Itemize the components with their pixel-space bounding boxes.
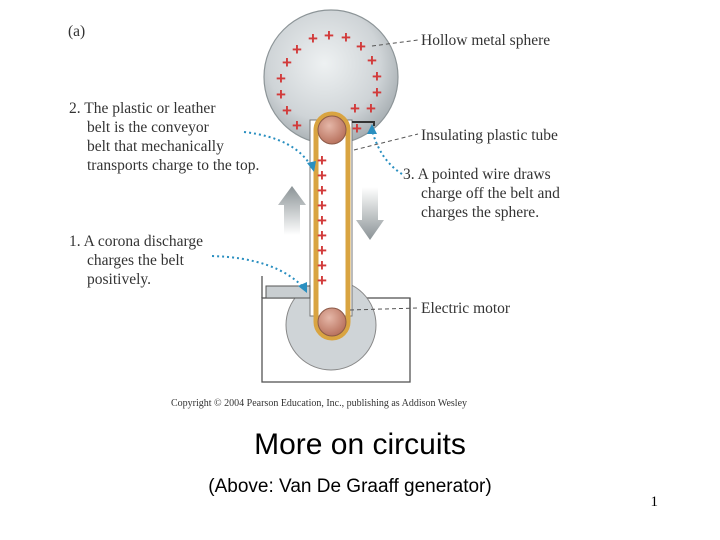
label-step2-line: belt that mechanically <box>87 138 224 155</box>
label-hollow-metal-sphere: Hollow metal sphere <box>421 32 550 49</box>
sphere-plus: + <box>292 116 302 135</box>
leader-line-motor <box>349 307 419 311</box>
label-insulating-plastic-tube: Insulating plastic tube <box>421 127 558 144</box>
sphere-plus: + <box>341 28 351 47</box>
copyright-notice: Copyright © 2004 Pearson Education, Inc.… <box>171 398 467 409</box>
label-electric-motor: Electric motor <box>421 300 511 317</box>
sphere-plus: + <box>276 69 286 88</box>
belt-plus: + <box>317 256 327 275</box>
sphere-plus: + <box>276 85 286 104</box>
panel-label: (a) <box>68 23 85 40</box>
belt-plus: + <box>317 151 327 170</box>
label-step2: 2. The plastic or leather belt is the co… <box>69 100 259 174</box>
belt-plus: + <box>317 181 327 200</box>
belt-plus: + <box>317 241 327 260</box>
label-step1-line: charges the belt <box>87 252 185 269</box>
leader-line-tube <box>353 133 419 151</box>
sphere-plus: + <box>372 83 382 102</box>
sphere-plus: + <box>366 99 376 118</box>
sphere-charges: + + + + + + + + + + + + + + + + <box>276 26 382 138</box>
pointer-step3 <box>371 129 403 175</box>
pointed-wire <box>352 121 375 126</box>
conveyor-belt <box>313 111 351 341</box>
sphere-plus: + <box>282 101 292 120</box>
sphere-plus: + <box>324 26 334 45</box>
top-pulley <box>317 115 347 145</box>
sphere-plus: + <box>292 40 302 59</box>
belt-plus: + <box>317 226 327 245</box>
label-step1: 1. A corona discharge charges the belt p… <box>69 233 207 288</box>
belt-down-arrow <box>356 187 384 240</box>
van-de-graaff-diagram: (a) + + + + + + + + + + + + + + + + + + … <box>68 9 564 409</box>
belt-charges: + + + + + + + + + <box>317 151 327 290</box>
label-step1-line: 1. A corona discharge <box>69 233 203 250</box>
sphere-plus: + <box>372 67 382 86</box>
sphere-plus: + <box>308 29 318 48</box>
sphere-plus: + <box>352 119 362 138</box>
sphere-plus: + <box>350 99 360 118</box>
label-step3-line: charge off the belt and <box>421 185 560 202</box>
pointer-step2 <box>243 131 313 169</box>
label-step3-line: 3. A pointed wire draws <box>403 166 551 183</box>
slide-title: More on circuits <box>254 428 466 461</box>
belt-plus: + <box>317 166 327 185</box>
label-step3-line: charges the sphere. <box>421 204 539 221</box>
label-step3: 3. A pointed wire draws charge off the b… <box>403 166 564 221</box>
pointer-step3-head <box>367 124 377 134</box>
pointer-step1-head <box>298 282 307 293</box>
sphere-plus: + <box>282 53 292 72</box>
leader-line-sphere <box>371 39 419 47</box>
label-step1-line: positively. <box>87 271 151 288</box>
slide-number: 1 <box>650 494 659 510</box>
bottom-pulley <box>317 307 347 337</box>
label-step2-line: transports charge to the top. <box>87 157 259 174</box>
belt-plus: + <box>317 211 327 230</box>
pointer-step1 <box>211 255 305 289</box>
belt-plus: + <box>317 271 327 290</box>
corona-comb <box>265 285 311 299</box>
label-step2-line: belt is the conveyor <box>87 119 210 136</box>
label-step2-line: 2. The plastic or leather <box>69 100 216 117</box>
belt-plus: + <box>317 196 327 215</box>
belt-up-arrow <box>278 186 306 235</box>
slide-subtitle: (Above: Van De Graaff generator) <box>208 476 492 497</box>
pointer-step2-head <box>307 161 316 172</box>
sphere-plus: + <box>367 51 377 70</box>
sphere-plus: + <box>356 37 366 56</box>
